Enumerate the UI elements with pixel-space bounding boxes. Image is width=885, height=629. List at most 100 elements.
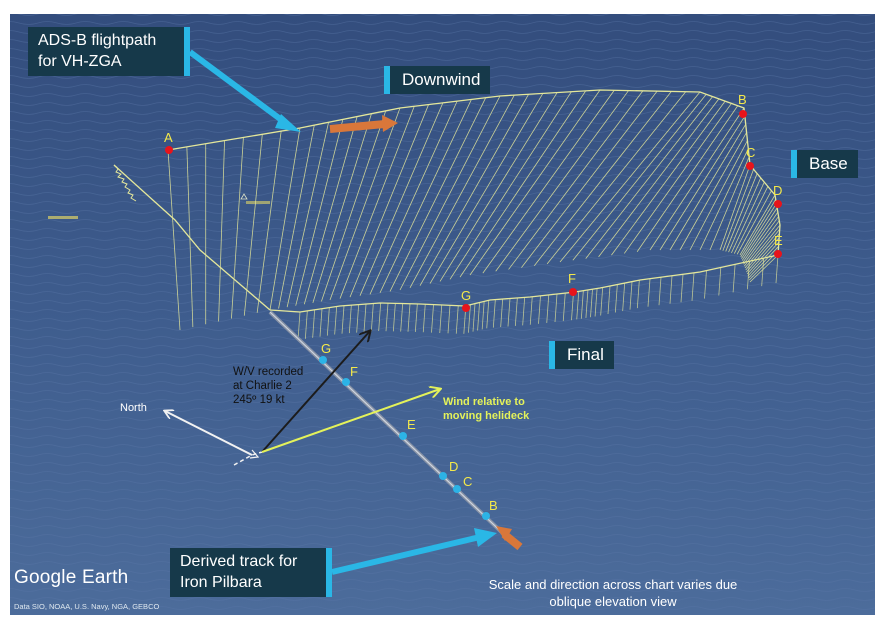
curtain-drop-line bbox=[546, 91, 687, 265]
curtain-drop-line bbox=[709, 156, 750, 251]
curtain-drop-line bbox=[167, 149, 181, 331]
waypoint-b-dot bbox=[739, 110, 747, 118]
recorded-wind-line3: 245º 19 kt bbox=[233, 394, 285, 406]
curtain-drop-line bbox=[743, 216, 779, 265]
curtain-drop-line bbox=[482, 90, 615, 274]
final-drop-line bbox=[600, 287, 604, 316]
adsb-flightpath-callout: ADS-B flightpath for VH-ZGA bbox=[28, 27, 190, 76]
derived-track-core bbox=[269, 311, 513, 543]
curtain-drop-line bbox=[740, 199, 777, 258]
flightpath-waypoints bbox=[165, 110, 782, 312]
waypoint-d-dot bbox=[774, 200, 782, 208]
curtain-drop-line bbox=[269, 127, 301, 311]
track-d-label: D bbox=[449, 459, 458, 474]
final-drop-line bbox=[455, 305, 459, 334]
curtain-drop-line bbox=[736, 190, 772, 255]
track-d-dot bbox=[439, 472, 447, 480]
track-callout-pointer bbox=[331, 528, 497, 575]
data-attribution: Data SIO, NOAA, U.S. Navy, NGA, GEBCO bbox=[14, 602, 160, 611]
final-drop-line bbox=[585, 289, 589, 318]
curtain-drop-line bbox=[742, 211, 779, 263]
curtain-drop-line bbox=[722, 169, 754, 251]
curtain-drop-line bbox=[295, 119, 344, 306]
waypoint-g-label: G bbox=[461, 288, 471, 303]
final-drop-line bbox=[304, 310, 308, 339]
final-drop-line bbox=[447, 305, 451, 334]
scale-note: Scale and direction across chart varies … bbox=[478, 576, 748, 610]
curtain-drop-line bbox=[286, 122, 329, 308]
curtain-drop-line bbox=[409, 94, 515, 289]
curtain-drop-line bbox=[399, 95, 501, 291]
track-callout-line2: Iron Pilbara bbox=[180, 574, 262, 591]
final-drop-line bbox=[732, 264, 736, 293]
final-drop-line bbox=[312, 309, 316, 338]
waypoint-g-dot bbox=[462, 304, 470, 312]
final-drop-line bbox=[594, 288, 598, 317]
curtain-drop-line bbox=[459, 90, 587, 278]
downwind-label: Downwind bbox=[384, 66, 491, 94]
curtain-drop-line bbox=[636, 105, 739, 252]
final-drop-line bbox=[761, 258, 765, 287]
curtain-drop-line bbox=[741, 203, 777, 259]
adsb-callout-pointer bbox=[188, 49, 301, 132]
curtain-drop-line bbox=[745, 229, 781, 271]
curtain-drop-line bbox=[739, 194, 776, 256]
final-drop-line bbox=[431, 304, 434, 333]
curtain-drop-line bbox=[449, 91, 572, 280]
track-g-dot bbox=[319, 356, 327, 364]
track-callout-line1: Derived track for bbox=[180, 553, 298, 570]
waypoint-e-dot bbox=[774, 250, 782, 258]
curtain-drop-line bbox=[728, 177, 762, 253]
final-drop-line bbox=[580, 290, 584, 319]
track-b-label: B bbox=[489, 498, 498, 513]
final-drop-line bbox=[718, 267, 722, 296]
curtain-drop-line bbox=[469, 89, 601, 276]
recorded-wind-line1: W/V recorded bbox=[233, 366, 303, 378]
curtain-drop-line bbox=[278, 125, 315, 309]
final-drop-line bbox=[562, 293, 566, 322]
curtain-drop-line bbox=[521, 90, 658, 268]
final-drop-line bbox=[378, 302, 382, 332]
curtain-drop-line bbox=[243, 134, 263, 316]
curtain-drop-line bbox=[339, 106, 415, 299]
curtain-drop-line bbox=[419, 94, 529, 286]
map-placemarks bbox=[48, 193, 270, 219]
track-e-label: E bbox=[407, 417, 416, 432]
scale-note-line1: Scale and direction across chart varies … bbox=[488, 577, 738, 592]
curtain-drop-line bbox=[598, 98, 720, 258]
base-accent bbox=[791, 150, 797, 178]
final-drop-line bbox=[514, 297, 518, 326]
final-drop-line bbox=[622, 283, 626, 312]
final-label: Final bbox=[549, 341, 614, 369]
north-arrow-base-mark bbox=[249, 449, 260, 459]
waypoint-b-label: B bbox=[738, 92, 747, 107]
final-drop-line bbox=[297, 311, 301, 341]
flightpath-waypoint-labels: A B C D E F G bbox=[164, 92, 783, 303]
flightpath-curtain bbox=[167, 89, 781, 341]
waypoint-f-dot bbox=[569, 288, 577, 296]
base-text: Base bbox=[809, 154, 848, 173]
final-accent bbox=[549, 341, 555, 369]
waypoint-a-dot bbox=[165, 146, 173, 154]
derived-track-callout: Derived track for Iron Pilbara bbox=[170, 548, 332, 597]
waypoint-f-label: F bbox=[568, 271, 576, 286]
track-waypoints bbox=[319, 356, 490, 520]
final-drop-line bbox=[680, 274, 684, 303]
final-drop-line bbox=[607, 285, 611, 315]
final-drop-line bbox=[392, 303, 396, 332]
final-drop-line bbox=[400, 303, 404, 332]
final-drop-line bbox=[747, 261, 750, 290]
final-drop-line bbox=[554, 293, 558, 323]
curtain-drop-line bbox=[495, 90, 629, 272]
relative-wind-line1: Wind relative to bbox=[443, 396, 525, 408]
waypoint-e-label: E bbox=[774, 233, 783, 248]
final-drop-line bbox=[507, 298, 511, 327]
final-drop-line bbox=[439, 304, 443, 333]
curtain-drop-line bbox=[725, 173, 758, 252]
track-direction-arrow bbox=[496, 526, 523, 551]
track-c-dot bbox=[453, 485, 461, 493]
recorded-wind-line2: at Charlie 2 bbox=[233, 380, 292, 392]
north-label: North bbox=[120, 402, 147, 414]
final-drop-line bbox=[571, 292, 574, 321]
